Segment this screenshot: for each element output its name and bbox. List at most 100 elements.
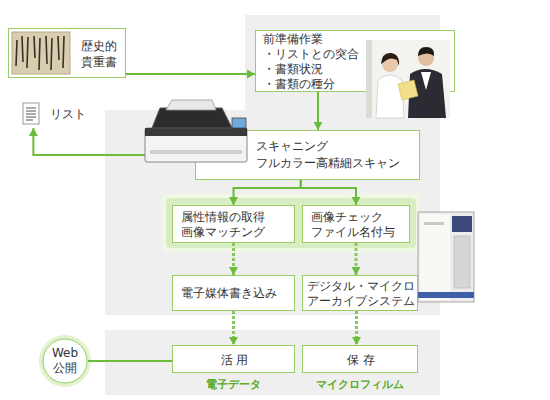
page-lines (26, 108, 36, 120)
process-box: 電子媒体書き込み (172, 275, 295, 311)
dashed-arrow (352, 311, 361, 345)
arrow-head (229, 197, 238, 205)
arrow-head (229, 267, 238, 275)
flow-arrow (229, 180, 301, 205)
group-region (166, 198, 416, 248)
flow-arrow (301, 180, 361, 205)
held-paper (398, 80, 418, 100)
output-box: 活 用 (172, 345, 295, 373)
source-box: 歴史的 貴重書 (8, 28, 126, 78)
cabinet-front (420, 214, 450, 300)
base-stripe (418, 292, 474, 298)
node-subtext: 画像マッチング (181, 225, 293, 240)
arrow-head (229, 337, 238, 345)
paper (12, 32, 70, 74)
web-circle: Web 公開 (42, 338, 88, 384)
flow-arrow (126, 70, 255, 79)
process-box: 画像チェックファイル名付与 (302, 205, 410, 243)
feeder-tray (166, 100, 216, 110)
node-text: スキャニング (256, 138, 416, 155)
arrow-head (352, 337, 361, 345)
scanner-screen (232, 118, 246, 128)
man-face (418, 50, 434, 66)
node-text: 前準備作業 (263, 32, 383, 47)
photo-wall (366, 40, 372, 118)
arrow-head (352, 197, 361, 205)
scanner-illustration (145, 100, 247, 162)
paper-edge (12, 32, 70, 74)
node-text: 保 存 (303, 352, 419, 368)
flow-arrow (29, 128, 195, 155)
page (23, 103, 39, 124)
node-text: 電子媒体書き込み (181, 285, 293, 301)
node-content: リスト (50, 106, 98, 122)
man-suit (408, 69, 446, 118)
circle-glow (39, 335, 91, 387)
scanner-lid (145, 128, 247, 136)
microfilm-machine (418, 212, 474, 302)
dashed-arrow (352, 243, 361, 275)
arrow-head (352, 267, 361, 275)
node-subtext: ・リストとの突合 (263, 47, 383, 62)
list-node: リスト (18, 100, 100, 128)
node-text: 属性情報の取得 (181, 210, 293, 225)
flow-arrow (88, 361, 172, 362)
caption-label: 電子データ (172, 377, 295, 392)
arrow-head (247, 70, 255, 79)
people-photo (366, 40, 450, 118)
node-subtext: フルカラー高精細スキャン (256, 155, 416, 172)
circle-shape (43, 339, 87, 383)
photo-bg (366, 40, 450, 118)
node-content: デジタル・マイクロ アーカイブシステム (307, 279, 418, 309)
connector-line (88, 360, 172, 362)
man-hair (418, 47, 434, 56)
process-box: 属性情報の取得画像マッチング (172, 205, 295, 243)
process-box: 前準備作業・リストとの突合・書類状況・書類の種分 (255, 30, 455, 92)
arrow-head (314, 122, 323, 130)
connector-line (301, 180, 356, 205)
node-text: 歴史的 貴重書 (81, 38, 127, 70)
document-photo (12, 32, 70, 74)
node-subtext: ・書類の種分 (263, 77, 383, 92)
film-slot (424, 222, 444, 225)
node-text: 活 用 (173, 352, 296, 368)
node-content: 属性情報の取得画像マッチング (181, 210, 293, 240)
node-content: 画像チェックファイル名付与 (311, 210, 409, 240)
woman-face (382, 56, 398, 72)
connector-line (33, 128, 195, 155)
output-box: 保 存 (302, 345, 418, 373)
scanner-slot (150, 150, 242, 154)
node-content: Web 公開 (45, 346, 85, 376)
node-content: 活 用 (173, 352, 296, 368)
node-content: スキャニングフルカラー高精細スキャン (256, 138, 416, 172)
arrow-head (29, 128, 38, 136)
connector-line (126, 73, 255, 75)
dashed-arrow (229, 243, 238, 275)
node-content: 前準備作業・リストとの突合・書類状況・書類の種分 (263, 32, 383, 92)
side-door (454, 236, 470, 288)
flow-arrow (314, 92, 323, 130)
node-text: Web 公開 (45, 346, 85, 376)
man-shirt (421, 72, 431, 90)
group-glow (162, 194, 420, 252)
scanner-feeder (152, 108, 232, 128)
node-subtext: ・書類状況 (263, 62, 383, 77)
control-panel (452, 216, 472, 232)
scanner-base (145, 128, 247, 162)
node-text: 画像チェック (311, 210, 409, 225)
node-text: リスト (50, 106, 98, 122)
cabinet (418, 212, 474, 302)
node-subtext: ファイル名付与 (311, 225, 409, 240)
output-band (105, 330, 440, 395)
caption-label: マイクロフィルム (302, 377, 418, 392)
connector-line (234, 180, 301, 205)
woman-body (376, 75, 404, 118)
node-content: 保 存 (303, 352, 419, 368)
list-icon (23, 103, 39, 124)
brush-strokes (16, 36, 64, 70)
node-content: 歴史的 貴重書 (81, 38, 127, 70)
process-box: スキャニングフルカラー高精細スキャン (195, 130, 420, 180)
